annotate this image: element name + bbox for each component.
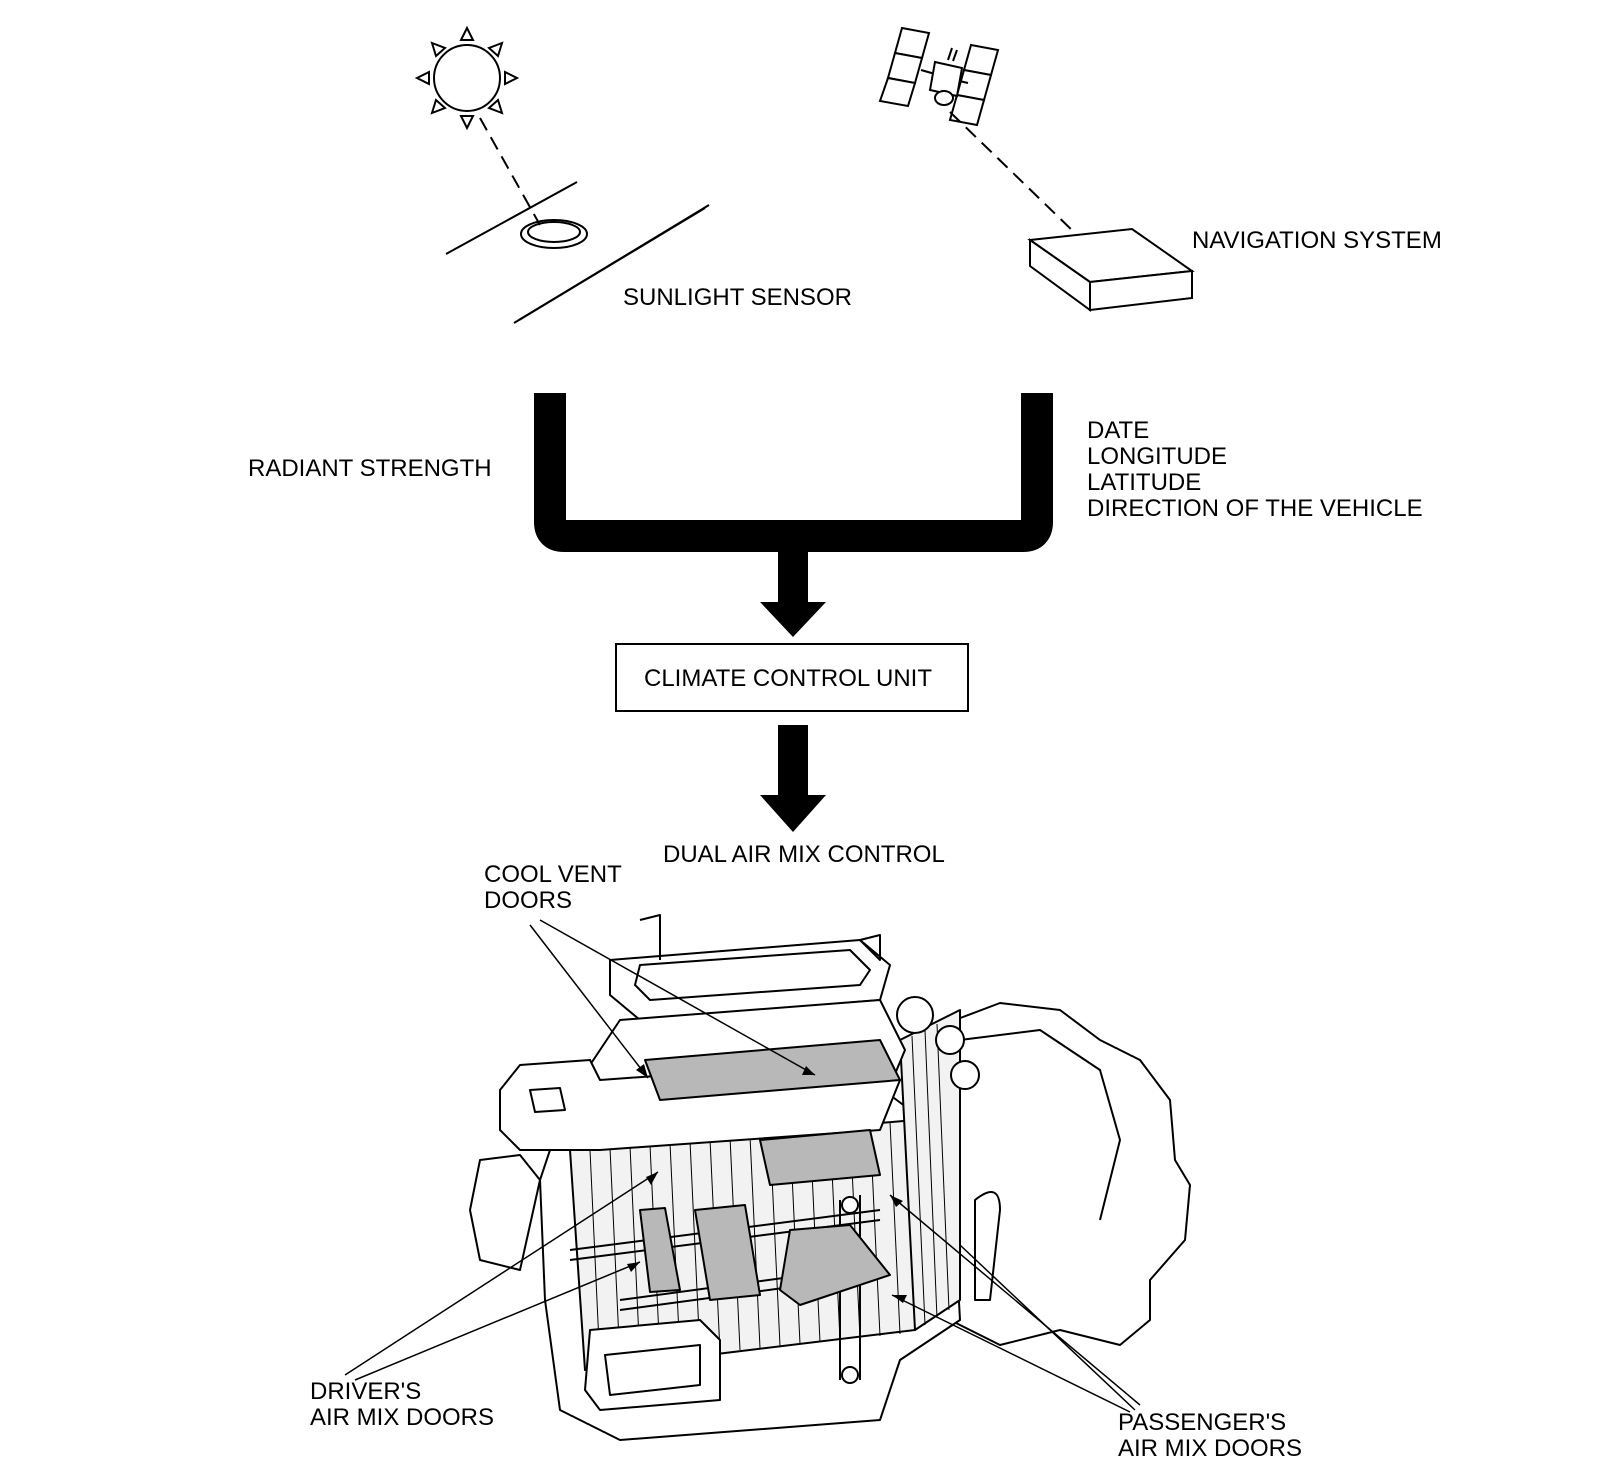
drivers-doors-leaders bbox=[344, 1171, 659, 1381]
arrow-to-ccu bbox=[760, 602, 826, 637]
sun-icon bbox=[414, 25, 520, 131]
passengers-arrowhead-1 bbox=[890, 1195, 903, 1207]
passengers-arrowhead-2 bbox=[892, 1295, 907, 1303]
sunlight-sensor-icon bbox=[445, 181, 710, 324]
drivers-arrowhead-1 bbox=[646, 1172, 658, 1185]
flow-bracket bbox=[534, 393, 1053, 552]
hvac-unit-illustration bbox=[469, 914, 1191, 1441]
passengers-doors-label-line2: AIR MIX DOORS bbox=[1118, 1435, 1302, 1462]
navigation-unit-icon bbox=[1027, 227, 1195, 312]
nav-data-longitude: LONGITUDE bbox=[1087, 443, 1227, 470]
radiant-strength-label: RADIANT STRENGTH bbox=[248, 455, 492, 482]
passengers-doors-leaders bbox=[889, 1194, 1141, 1413]
drivers-doors-label-line2: AIR MIX DOORS bbox=[310, 1404, 494, 1431]
passengers-doors-label-line1: PASSENGER'S bbox=[1118, 1409, 1286, 1436]
cool-vent-arrowhead-2 bbox=[802, 1066, 815, 1075]
nav-data-date: DATE bbox=[1087, 417, 1149, 444]
cool-vent-doors-label-line1: COOL VENT bbox=[484, 861, 622, 888]
satellite-signal-dashed bbox=[949, 111, 1076, 234]
navigation-system-label: NAVIGATION SYSTEM bbox=[1192, 227, 1442, 254]
drivers-doors-label-line1: DRIVER'S bbox=[310, 1378, 421, 1405]
cool-vent-arrowhead-1 bbox=[636, 1064, 648, 1078]
climate-control-unit-box bbox=[615, 643, 969, 712]
satellite-icon bbox=[878, 26, 1000, 127]
cool-vent-doors-leaders bbox=[529, 919, 816, 1079]
sunlight-sensor-label: SUNLIGHT SENSOR bbox=[623, 284, 852, 311]
cool-vent-doors-label-line2: DOORS bbox=[484, 887, 572, 914]
climate-control-unit-label: CLIMATE CONTROL UNIT bbox=[644, 665, 932, 692]
merge-stem bbox=[778, 534, 808, 604]
nav-data-list: DATE LONGITUDE LATITUDE DIRECTION OF THE… bbox=[1087, 417, 1423, 522]
arrow-to-output bbox=[760, 795, 826, 832]
nav-data-direction: DIRECTION OF THE VEHICLE bbox=[1087, 495, 1423, 522]
nav-data-latitude: LATITUDE bbox=[1087, 469, 1201, 496]
sun-ray-dashed bbox=[479, 117, 541, 226]
dual-air-mix-control-label: DUAL AIR MIX CONTROL bbox=[663, 841, 945, 868]
output-stem bbox=[778, 725, 808, 797]
drivers-arrowhead-2 bbox=[627, 1262, 640, 1272]
